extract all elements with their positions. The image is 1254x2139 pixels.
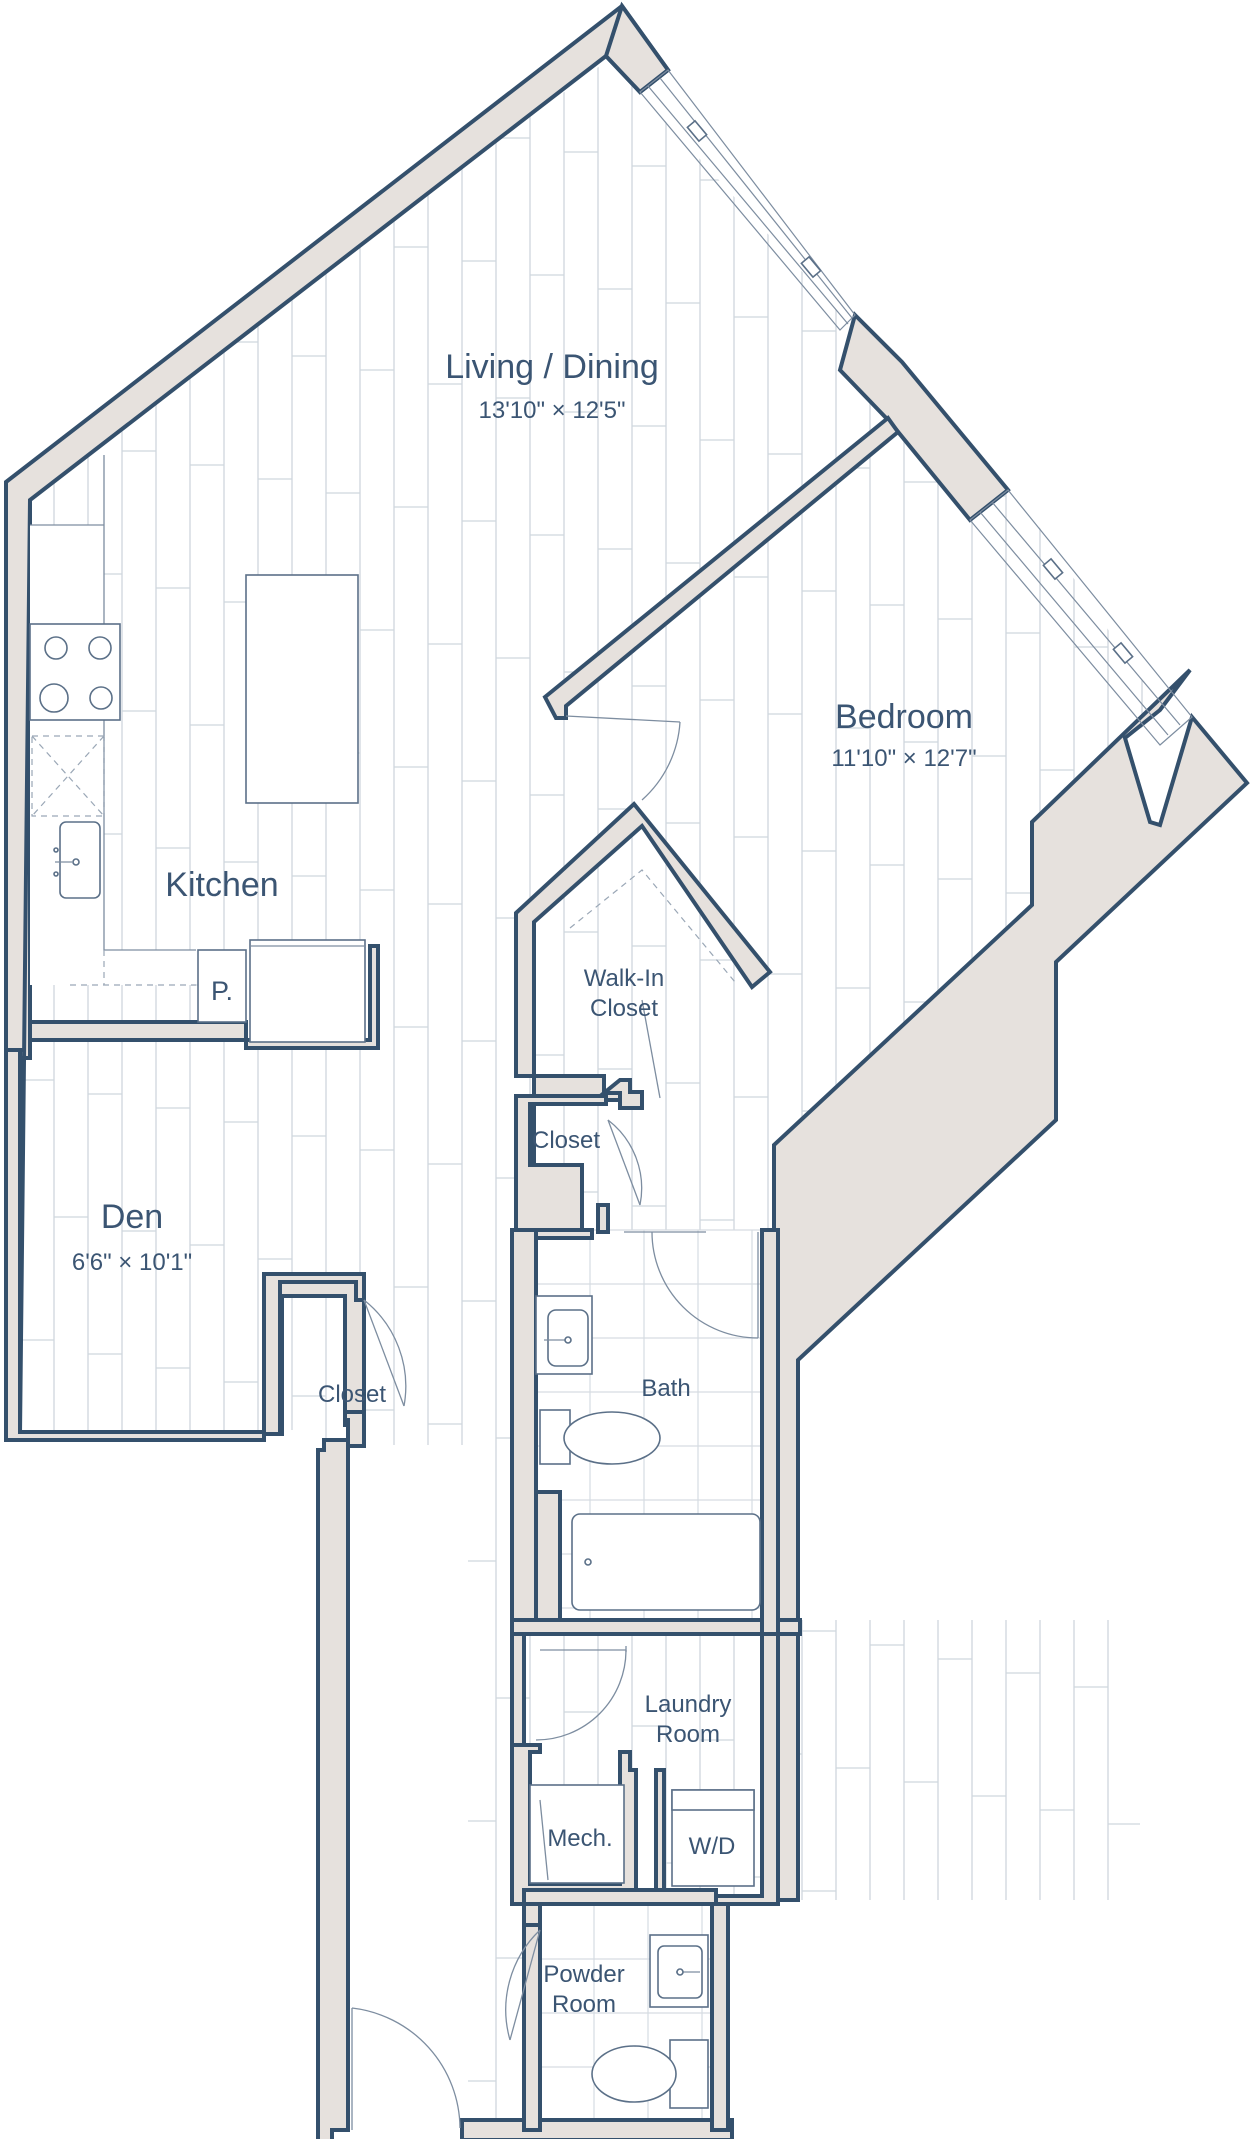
- kitchen-label: Kitchen: [165, 866, 278, 904]
- doors: [351, 715, 759, 2130]
- bed-closet-label: Closet: [532, 1127, 600, 1154]
- bedroom-dims: 11'10" × 12'7": [831, 745, 976, 772]
- powder-label-1: Powder: [543, 1961, 624, 1988]
- mech-label: Mech.: [547, 1825, 612, 1852]
- toilet-bowl: [563, 1411, 661, 1465]
- refrigerator: [249, 939, 366, 1043]
- exterior-walls: [4, 1, 1250, 2139]
- room-labels: Living / Dining 13'10" × 12'5" Bedroom 1…: [72, 348, 977, 2018]
- powder-label-2: Room: [552, 1991, 616, 2018]
- kitchen-island: [245, 574, 359, 804]
- kitchen-sink: [59, 821, 101, 899]
- bedroom-label: Bedroom: [835, 698, 973, 736]
- bathtub: [571, 1513, 761, 1611]
- living-label: Living / Dining: [445, 348, 659, 386]
- laundry-fixtures: [529, 1784, 755, 1887]
- den-dims: 6'6" × 10'1": [72, 1249, 192, 1276]
- walkin-label-1: Walk-In: [584, 965, 664, 992]
- living-dims: 13'10" × 12'5": [479, 397, 626, 424]
- kitchen-counter: [29, 455, 366, 1043]
- mech-unit: [529, 1784, 625, 1884]
- laundry-label-2: Room: [656, 1721, 720, 1748]
- bath-label: Bath: [641, 1375, 690, 1402]
- windows: [639, 69, 1193, 746]
- den-label: Den: [101, 1198, 163, 1236]
- pantry-label: P.: [211, 976, 233, 1006]
- interior-walls: [510, 415, 901, 2132]
- powder-toilet-bowl: [591, 2045, 677, 2103]
- den-closet-label: Closet: [318, 1381, 386, 1408]
- wd-label: W/D: [689, 1833, 736, 1860]
- dishwasher-icon: [31, 735, 105, 817]
- pantry: [197, 949, 247, 1023]
- walkin-label-2: Closet: [590, 995, 658, 1022]
- laundry-label-1: Laundry: [645, 1691, 732, 1718]
- powder-fixtures: [591, 1934, 709, 2109]
- bath-fixtures: [535, 1295, 761, 1611]
